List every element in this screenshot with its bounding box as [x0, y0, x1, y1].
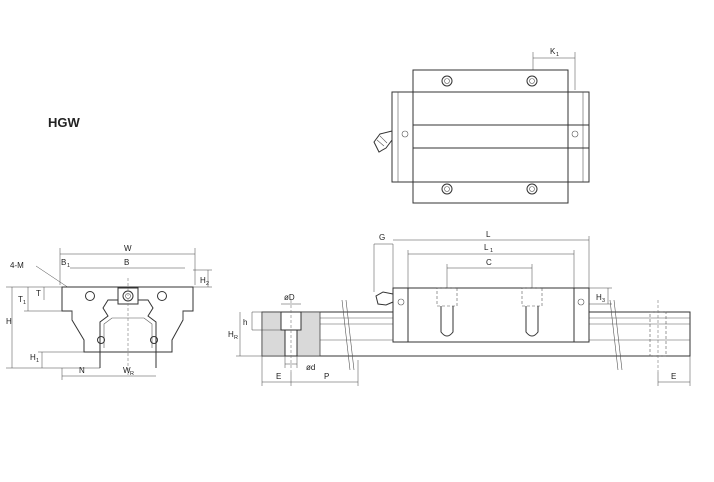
l1-label: L — [484, 243, 489, 252]
b-label: B — [124, 258, 129, 267]
t-label: T — [36, 289, 41, 298]
wr-label: W — [123, 366, 131, 375]
model-title: HGW — [48, 115, 81, 130]
mounting-hole-icon — [441, 183, 453, 195]
svg-text:1: 1 — [556, 52, 559, 58]
e-left-label: E — [276, 372, 281, 381]
end-seal-right-side — [573, 287, 590, 343]
h-label: H — [6, 317, 12, 326]
k1-label: K — [550, 47, 556, 56]
end-seal-left-top — [391, 91, 414, 183]
mounting-hole-icon — [526, 183, 538, 195]
mounting-hole-icon — [97, 336, 105, 344]
block-body-top — [412, 69, 569, 204]
phi-d-big-label: øD — [284, 293, 295, 302]
svg-text:1: 1 — [23, 300, 26, 306]
mounting-hole-icon — [85, 291, 95, 301]
svg-text:R: R — [234, 335, 238, 341]
seal-screw-icon — [397, 298, 405, 306]
side-view: G L L 1 C — [228, 230, 691, 386]
grease-nipple-icon — [375, 291, 394, 306]
tapped-hole-icon — [436, 287, 458, 337]
svg-text:3: 3 — [602, 298, 605, 304]
h1-label: H — [30, 353, 36, 362]
hr-label: H — [228, 330, 234, 339]
svg-text:1: 1 — [67, 263, 70, 269]
four-m-label: 4-M — [10, 261, 24, 270]
h2-label: H — [200, 276, 206, 285]
mounting-hole-icon — [150, 336, 158, 344]
seal-screw-icon — [577, 298, 585, 306]
svg-text:R: R — [130, 371, 134, 377]
c-label: C — [486, 258, 492, 267]
mounting-hole-icon — [526, 75, 538, 87]
seal-screw-icon — [571, 130, 579, 138]
top-view: K 1 — [373, 47, 590, 204]
p-label: P — [324, 372, 329, 381]
svg-text:2: 2 — [206, 281, 209, 287]
mounting-hole-icon — [157, 291, 167, 301]
tapped-hole-icon — [521, 287, 543, 337]
mounting-hole-icon — [441, 75, 453, 87]
grease-nipple-icon — [373, 130, 393, 153]
seal-screw-icon — [401, 130, 409, 138]
phi-d-small-label: ød — [306, 363, 315, 372]
svg-text:1: 1 — [36, 358, 39, 364]
l-label: L — [486, 230, 491, 239]
svg-text:1: 1 — [490, 248, 493, 254]
end-seal-right-top — [567, 91, 590, 183]
b1-label: B — [61, 258, 66, 267]
h3-label: H — [596, 293, 602, 302]
end-seal-left-side — [392, 287, 409, 343]
front-view: W B B 1 4-M H 2 — [6, 244, 212, 380]
n-label: N — [79, 366, 85, 375]
e-right-label: E — [671, 372, 676, 381]
g-label: G — [379, 233, 385, 242]
t1-label: T — [18, 295, 23, 304]
w-label: W — [124, 244, 132, 253]
block-body-side — [392, 287, 590, 343]
h-small-label: h — [243, 318, 247, 327]
